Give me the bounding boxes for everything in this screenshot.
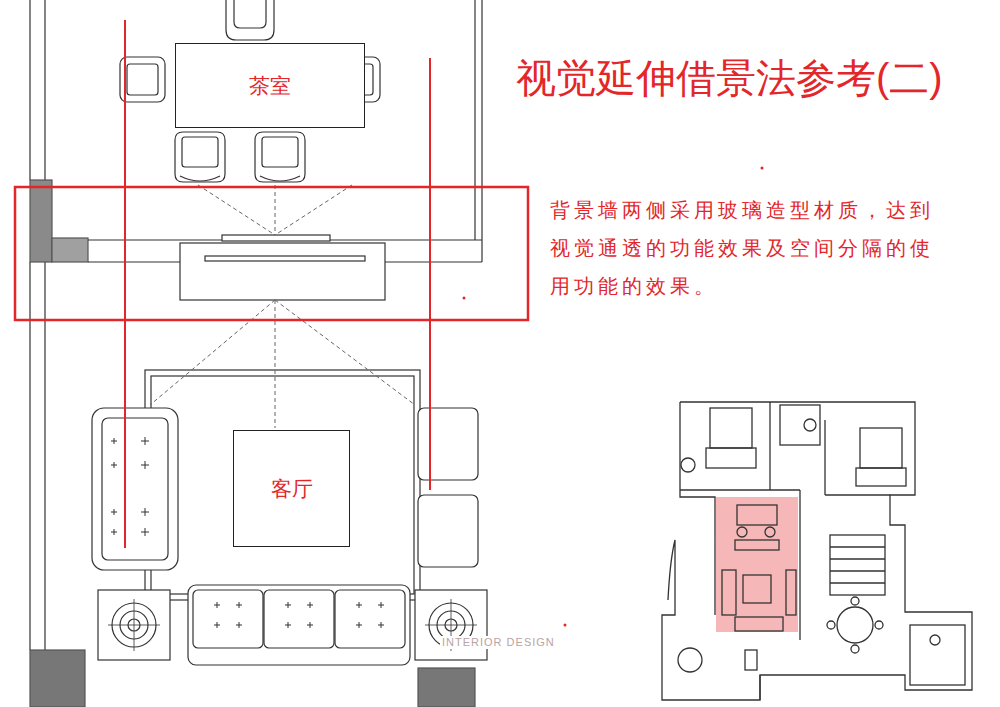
watermark: INTERIOR DESIGN [440, 636, 557, 649]
note-text: 背景墙两侧采用玻璃造型材质，达到视觉通透的功能效果及空间分隔的使用功能的效果。 [550, 191, 948, 305]
title: 视觉延伸借景法参考(二) [516, 54, 943, 102]
furniture-box: 茶室 [175, 43, 365, 128]
furniture-box: 客厅 [233, 430, 350, 547]
room-label: 客厅 [271, 476, 313, 502]
room-label: 茶室 [249, 73, 291, 99]
